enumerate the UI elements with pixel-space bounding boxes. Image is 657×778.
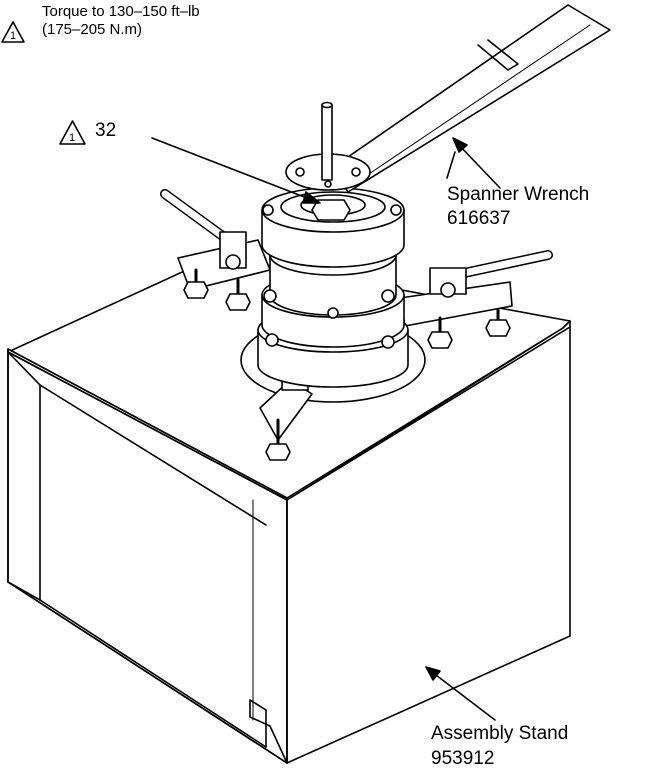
leader-32-arrow xyxy=(302,191,321,204)
spanner-wrench-label: Spanner Wrench xyxy=(447,184,590,205)
leader-stand-arrow xyxy=(425,666,441,681)
torque-note-line1: Torque to 130–150 ft–lb xyxy=(42,3,200,20)
note-triangle-number: 1 xyxy=(10,30,16,42)
note-triangle-icon xyxy=(1,21,25,43)
leader-spanner-arrow xyxy=(452,137,468,153)
torque-note-line2: (175–205 N.m) xyxy=(42,21,143,38)
callout-32-number: 32 xyxy=(95,120,117,141)
assembly-stand-part-number: 953912 xyxy=(431,748,495,769)
callout-triangle-icon xyxy=(59,120,86,145)
assembly-stand-label: Assembly Stand xyxy=(431,723,569,744)
clamp-right xyxy=(399,250,553,349)
leaders xyxy=(151,137,501,721)
clamp-left-rear xyxy=(160,189,271,311)
spanner-wrench-part-number: 616637 xyxy=(447,208,511,229)
callout-triangle-number: 1 xyxy=(69,132,75,144)
spanner-wrench xyxy=(285,4,611,221)
